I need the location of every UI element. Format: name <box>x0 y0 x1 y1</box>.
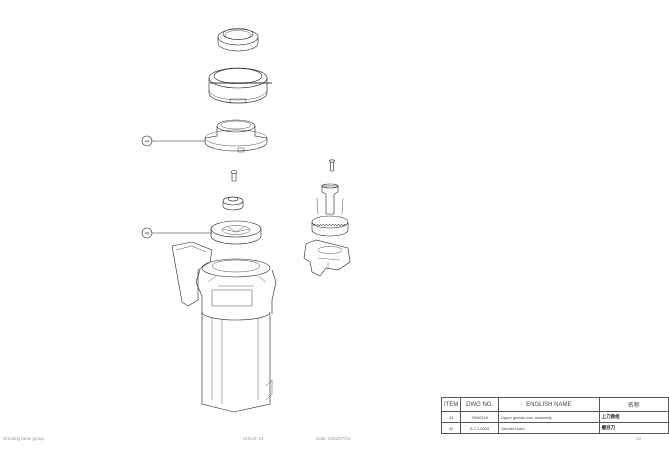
table-row: 42 8.7.1.0003 Grinder burrs 磨豆刀 <box>440 422 669 434</box>
callout-45 <box>141 227 212 239</box>
footer-page-number: 10 <box>636 436 642 441</box>
cell-chinese-name: 上刀盘组 <box>598 411 669 423</box>
footer-date: Date: 2022/07/01 <box>316 436 351 441</box>
top-seal-ring <box>217 28 259 52</box>
cell-item: 42 <box>440 422 462 434</box>
cell-dwg-no: 8.7.1.0003 <box>460 422 499 434</box>
header-item: ITEM <box>440 397 462 412</box>
parts-table-header-row: ITEM DWG NO. ENGLISH NAME 名称 <box>440 397 669 412</box>
grinder-housing <box>171 241 277 413</box>
adjustment-gear-ring <box>208 67 273 104</box>
table-row: 41 7NN0119 Upper grinder burr assembly 上… <box>440 411 669 423</box>
callout-label-45: 45 <box>145 231 150 236</box>
gear-bracket <box>303 239 351 277</box>
burr-nut <box>222 196 244 211</box>
cell-item: 41 <box>440 411 462 423</box>
cell-english-name: Upper grinder burr assembly <box>497 411 600 423</box>
upper-burr-holder <box>204 119 268 153</box>
drive-shaft-gear <box>311 183 349 237</box>
parts-table: ITEM DWG NO. ENGLISH NAME 名称 41 7NN0119 … <box>440 397 669 434</box>
footer-issue: ISSUE: 01 <box>243 436 265 441</box>
cell-english-name: Grinder burrs <box>497 422 600 434</box>
center-screw <box>230 170 238 182</box>
callout-label-44: 44 <box>145 139 150 144</box>
footer-document-title: Grinding bean group <box>3 436 45 441</box>
cell-dwg-no: 7NN0119 <box>460 411 499 423</box>
cell-chinese-name: 磨豆刀 <box>598 422 669 434</box>
callout-44 <box>141 135 205 147</box>
lower-burr <box>210 220 262 245</box>
header-english-name: ENGLISH NAME <box>497 397 600 412</box>
shaft-screw <box>329 159 335 172</box>
header-chinese-name: 名称 <box>598 397 669 412</box>
header-dwg-no: DWG NO. <box>460 397 499 412</box>
